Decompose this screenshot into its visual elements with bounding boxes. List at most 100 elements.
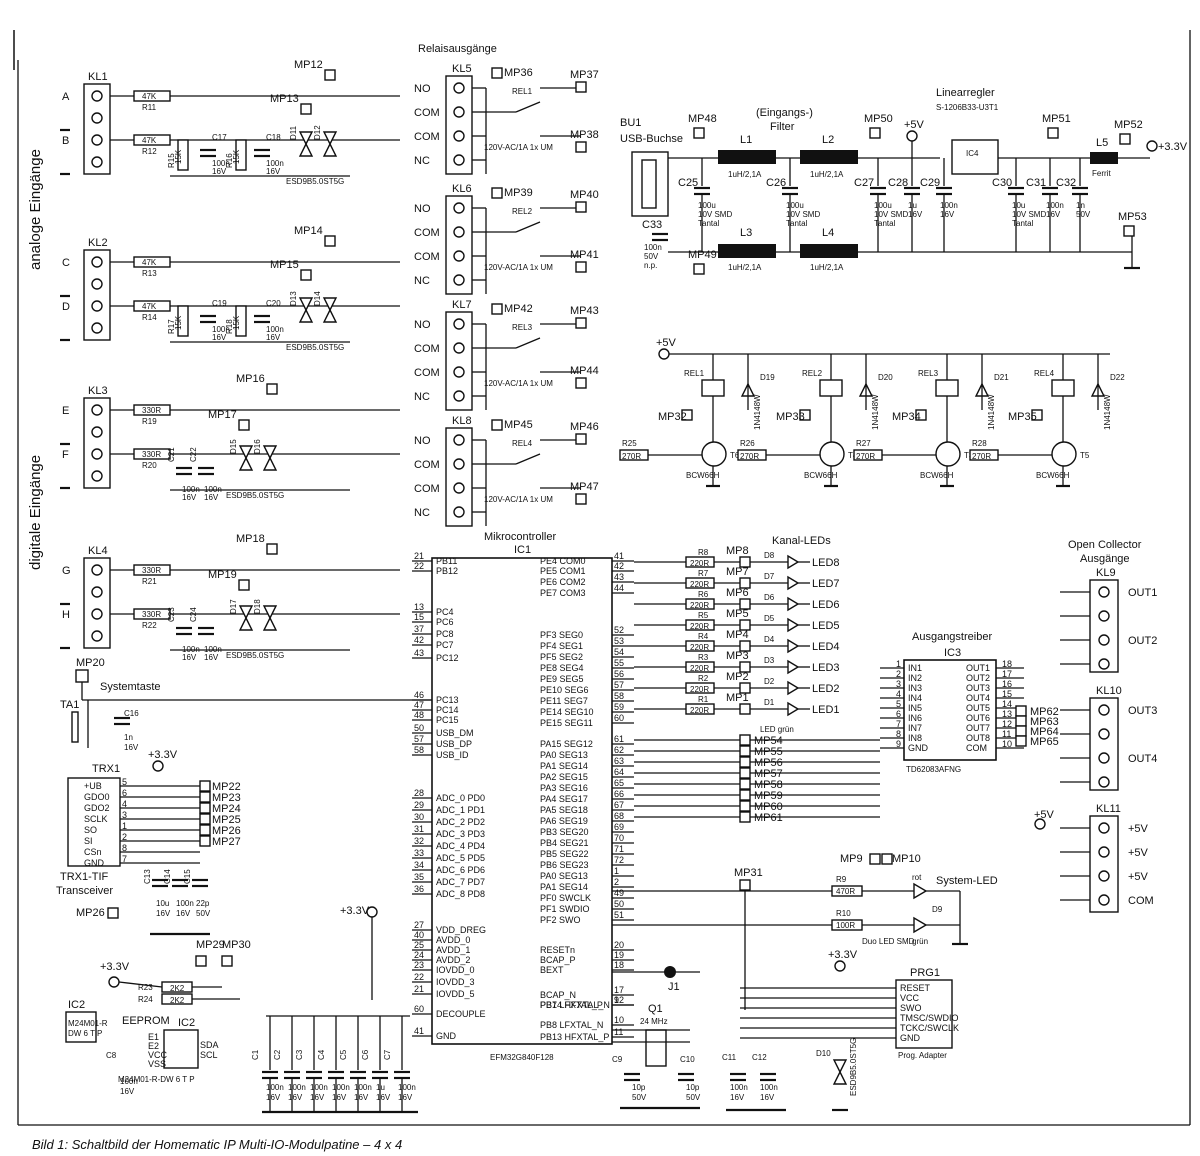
trx-pin-name: +UB bbox=[84, 781, 102, 791]
input-letter: G bbox=[62, 565, 71, 577]
resistor-value: 47K bbox=[142, 258, 157, 267]
relay-rating: 120V-AC/1A 1x UM bbox=[484, 263, 553, 272]
driver-out-name: OUT1 bbox=[966, 663, 990, 673]
pin-name: PF4 SEG1 bbox=[540, 641, 583, 651]
contact-label: COM bbox=[414, 131, 440, 143]
cap-value: Tantal bbox=[698, 219, 720, 228]
filter-label-2: Filter bbox=[770, 121, 795, 133]
inductor-l1 bbox=[718, 150, 776, 164]
diode-type: 1N4148W bbox=[1103, 394, 1112, 430]
driver-in-num: 3 bbox=[896, 679, 901, 689]
ic2-left-part2: DW 6 T P bbox=[68, 1029, 102, 1038]
relay-mp-c-pad bbox=[575, 377, 587, 389]
resistor-label: R20 bbox=[142, 461, 157, 470]
pin-name: PE9 SEG5 bbox=[540, 674, 584, 684]
resistor-label: R22 bbox=[142, 621, 157, 630]
pin-number: 35 bbox=[414, 872, 424, 882]
cap-value: 100n bbox=[204, 645, 222, 654]
resistor-label: R11 bbox=[142, 103, 157, 112]
c11-label: C11 bbox=[722, 1053, 737, 1062]
relay-connector-label: KL5 bbox=[452, 63, 472, 75]
bus-mp-pad bbox=[739, 756, 751, 768]
driver-in-name: IN6 bbox=[908, 713, 922, 723]
pin-number: 13 bbox=[414, 602, 424, 612]
pin-number: 11 bbox=[614, 1027, 623, 1037]
input-mp-label: MP18 bbox=[236, 533, 265, 545]
input-mp-pad bbox=[324, 235, 336, 247]
bu1-label: BU1 bbox=[620, 117, 641, 129]
input-letter: F bbox=[62, 449, 69, 461]
pin-name: BCAP_P bbox=[540, 955, 576, 965]
transistor-type: BCW66H bbox=[686, 471, 720, 480]
tvs-diode-top bbox=[322, 297, 338, 312]
trx-mp-label: MP22 bbox=[212, 781, 241, 793]
ic2-left bbox=[65, 1011, 97, 1043]
prog-v33-terminal bbox=[834, 960, 846, 972]
pin-name: PA15 SEG12 bbox=[540, 739, 593, 749]
contact-label: NO bbox=[414, 203, 431, 215]
pin-name: PA3 SEG16 bbox=[540, 783, 588, 793]
shunt-resistor bbox=[177, 139, 189, 171]
power-mp-0-label: MP48 bbox=[688, 113, 717, 125]
pin-number: 55 bbox=[614, 658, 624, 668]
ta1-button[interactable] bbox=[71, 711, 79, 743]
mp31-label: MP31 bbox=[734, 867, 763, 879]
led-diode-label: D7 bbox=[764, 572, 775, 581]
driver-mp-label: MP62 bbox=[1030, 706, 1059, 718]
dc-label: C1 bbox=[251, 1049, 260, 1060]
c9-label: C9 bbox=[612, 1055, 623, 1064]
mp26-pad bbox=[107, 907, 119, 919]
oc-v5-terminal bbox=[1034, 818, 1046, 830]
input-letter: E bbox=[62, 405, 69, 417]
shunt-value: 15K bbox=[174, 315, 183, 330]
d10-top bbox=[832, 1059, 848, 1074]
led-icon bbox=[787, 680, 800, 696]
trx-v33-terminal bbox=[152, 760, 164, 772]
trx-pin-num: 2 bbox=[122, 832, 127, 842]
r10-label: R10 bbox=[836, 909, 851, 918]
input-mp-pad bbox=[300, 103, 312, 115]
mcu-v33-label: +3.3V bbox=[340, 905, 370, 917]
resistor-value: 47K bbox=[142, 136, 157, 145]
c33-value: 100n bbox=[644, 243, 662, 252]
dc-volt: 16V bbox=[398, 1093, 413, 1102]
relay-mp-c-label: MP47 bbox=[570, 481, 599, 493]
eeprom-section: +3.3V IC2 M24M01-R DW 6 T P EEPROM IC2 M… bbox=[65, 961, 240, 1096]
trx-cap-volt: 50V bbox=[196, 909, 211, 918]
pin-name: PB14 HFXTAL_N bbox=[540, 1000, 610, 1010]
terminal-screw bbox=[91, 404, 103, 416]
pin-number: 57 bbox=[614, 680, 624, 690]
ic4-label: IC4 bbox=[966, 149, 979, 158]
led-mp-label: MP6 bbox=[726, 587, 749, 599]
r23-value: 2K2 bbox=[170, 984, 185, 993]
prog-pin-name: TMSC/SWDIO bbox=[900, 1013, 959, 1023]
pin-name: PC7 bbox=[436, 640, 454, 650]
pin-number: 70 bbox=[614, 833, 624, 843]
cap-label: C31 bbox=[1026, 177, 1046, 189]
dc-volt: 16V bbox=[332, 1093, 347, 1102]
prog-pin-5: GND bbox=[740, 1033, 921, 1043]
trx-mp-pad bbox=[199, 802, 211, 814]
driver-out-name: OUT7 bbox=[966, 723, 990, 733]
input-letter: H bbox=[62, 609, 70, 621]
resistor-value: 330R bbox=[142, 566, 161, 575]
pin-name: PB5 SEG22 bbox=[540, 849, 589, 859]
relay-switch bbox=[515, 453, 541, 465]
trx-pin-name: GDO0 bbox=[84, 792, 110, 802]
pin-name: PB12 bbox=[436, 566, 458, 576]
led-green-icon bbox=[913, 916, 928, 934]
bus-mp-label: MP60 bbox=[754, 801, 783, 813]
dc-value: 100n bbox=[332, 1083, 350, 1092]
